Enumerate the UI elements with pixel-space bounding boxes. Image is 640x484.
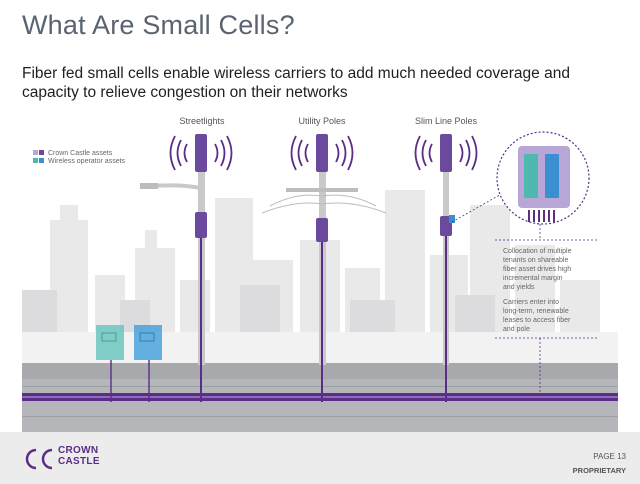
crown-castle-logo	[22, 446, 114, 472]
svg-text:long-term, renewable: long-term, renewable	[503, 308, 569, 315]
small-cells-diagram: Crown Castle assets Wireless operator as…	[0, 110, 640, 432]
label-slim-line-poles: Slim Line Poles	[415, 116, 478, 126]
svg-text:leases to access fiber: leases to access fiber	[503, 317, 571, 324]
page-number: PAGE 13	[593, 452, 626, 461]
footer: CROWN CASTLE PAGE 13 PROPRIETARY	[0, 432, 640, 484]
svg-text:Collocation of multiple: Collocation of multiple	[503, 248, 572, 255]
road-surface	[22, 363, 618, 379]
label-streetlights: Streetlights	[179, 116, 225, 126]
legend-operator: Wireless operator assets	[48, 158, 126, 165]
page-subtitle: Fiber fed small cells enable wireless ca…	[22, 65, 570, 101]
zoom-detail	[496, 131, 590, 225]
note-leases: Carriers enter into long-term, renewable…	[503, 299, 571, 333]
svg-text:tenants on shareable: tenants on shareable	[503, 257, 568, 264]
proprietary-label: PROPRIETARY	[572, 466, 626, 475]
page-title: What Are Small Cells?	[22, 10, 295, 40]
legend: Crown Castle assets Wireless operator as…	[33, 150, 126, 165]
logo-text: CROWN CASTLE	[58, 445, 100, 467]
label-utility-poles: Utility Poles	[298, 116, 346, 126]
streetlight-pole	[140, 134, 233, 402]
fiber-line	[22, 393, 618, 401]
svg-text:incremental margin: incremental margin	[503, 275, 563, 282]
note-collocation: Collocation of multiple tenants on share…	[503, 248, 572, 291]
svg-text:fiber asset drives high: fiber asset drives high	[503, 266, 571, 273]
svg-text:and pole: and pole	[503, 326, 530, 333]
utility-pole	[261, 134, 387, 402]
svg-text:Carriers enter into: Carriers enter into	[503, 299, 559, 306]
legend-crown: Crown Castle assets	[48, 150, 113, 157]
operator-box-blue	[134, 325, 162, 402]
operator-box-teal	[96, 325, 124, 402]
svg-text:and yields: and yields	[503, 284, 535, 291]
